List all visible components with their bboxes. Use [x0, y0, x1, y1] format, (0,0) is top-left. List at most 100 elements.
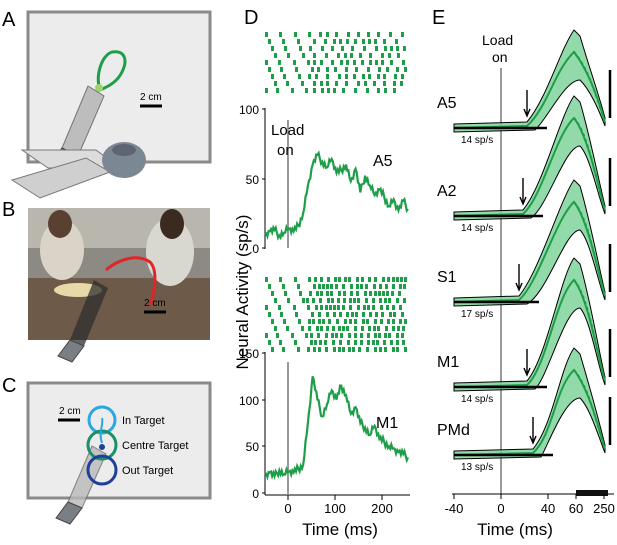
spike-tick	[315, 305, 318, 310]
spike-tick	[369, 60, 372, 65]
spike-tick	[265, 88, 268, 93]
spike-tick	[386, 291, 389, 296]
spike-tick	[378, 333, 381, 338]
spike-tick	[367, 340, 370, 345]
panel-a-hand-path	[96, 50, 127, 93]
spike-tick	[307, 347, 310, 352]
spike-tick	[354, 333, 357, 338]
panel-e-row-name: PMd	[437, 422, 470, 439]
spike-tick	[337, 298, 340, 303]
spike-tick	[367, 305, 370, 310]
spike-tick	[392, 319, 395, 324]
spike-tick	[353, 74, 356, 79]
spike-tick	[363, 46, 366, 51]
spike-tick	[274, 326, 277, 331]
spike-tick	[330, 284, 333, 289]
out-target-label: Out Target	[122, 465, 173, 477]
spike-tick	[310, 333, 313, 338]
spike-tick	[339, 39, 342, 44]
spike-tick	[335, 333, 338, 338]
panel-e-rate-label: 14 sp/s	[461, 223, 493, 234]
panel-d-raster-a5	[265, 32, 407, 93]
spike-tick	[357, 298, 360, 303]
spike-tick	[316, 291, 319, 296]
panel-d-bottom-ytick: 150	[239, 347, 259, 361]
spike-tick	[330, 291, 333, 296]
spike-tick	[365, 284, 368, 289]
spike-tick	[360, 333, 363, 338]
spike-tick	[355, 67, 358, 72]
panel-b-hand-path	[105, 256, 157, 306]
spike-tick	[271, 291, 274, 296]
spike-tick	[268, 67, 271, 72]
spike-tick	[344, 277, 347, 282]
spike-tick	[392, 347, 395, 352]
spike-tick	[312, 298, 315, 303]
spike-tick	[274, 81, 277, 86]
spike-tick	[319, 340, 322, 345]
panel-e-row-name: S1	[437, 269, 457, 286]
spike-tick	[322, 319, 325, 324]
spike-tick	[379, 298, 382, 303]
spike-tick	[338, 291, 341, 296]
spike-tick	[271, 347, 274, 352]
spike-tick	[342, 284, 345, 289]
spike-tick	[366, 88, 369, 93]
panel-b-scale-label: 2 cm	[144, 298, 166, 309]
spike-tick	[362, 74, 365, 79]
panel-e-row-name: A2	[437, 183, 457, 200]
spike-tick	[381, 60, 384, 65]
spike-tick	[386, 67, 389, 72]
spike-tick	[377, 326, 380, 331]
mean-trace-dashed	[573, 117, 606, 211]
panel-e-xtick: 60	[569, 501, 583, 516]
spike-tick	[326, 74, 329, 79]
spike-tick	[362, 39, 365, 44]
spike-tick	[325, 347, 328, 352]
spike-tick	[291, 88, 294, 93]
spike-tick	[384, 347, 387, 352]
spike-tick	[399, 284, 402, 289]
spike-tick	[368, 277, 371, 282]
spike-tick	[350, 53, 353, 58]
spike-tick	[373, 81, 376, 86]
spike-tick	[396, 340, 399, 345]
spike-tick	[283, 319, 286, 324]
panel-e-row-name: A5	[437, 95, 457, 112]
spike-tick	[400, 81, 403, 86]
panel-d-top-name: A5	[373, 153, 393, 170]
spike-tick	[338, 277, 341, 282]
spike-tick	[375, 60, 378, 65]
spike-tick	[282, 39, 285, 44]
spike-tick	[368, 39, 371, 44]
spike-tick	[386, 305, 389, 310]
spike-tick	[357, 32, 360, 37]
spike-tick	[356, 277, 359, 282]
spike-tick	[333, 88, 336, 93]
panel-d-load-label: on	[277, 142, 294, 159]
mean-trace-dashed	[573, 201, 606, 297]
spike-tick	[402, 60, 405, 65]
spike-tick	[294, 277, 297, 282]
spike-tick	[368, 74, 371, 79]
spike-tick	[356, 291, 359, 296]
spike-tick	[305, 88, 308, 93]
spike-tick	[364, 81, 367, 86]
spike-tick	[374, 277, 377, 282]
spike-tick	[278, 305, 281, 310]
m1-line-mark	[264, 376, 410, 481]
spike-tick	[354, 340, 357, 345]
spike-tick	[353, 298, 356, 303]
spike-tick	[374, 39, 377, 44]
spike-tick	[379, 284, 382, 289]
spike-tick	[374, 319, 377, 324]
spike-tick	[352, 347, 355, 352]
spike-tick	[346, 312, 349, 317]
spike-tick	[314, 277, 317, 282]
spike-tick	[382, 291, 385, 296]
spike-tick	[298, 319, 301, 324]
panel-d-letter: D	[244, 7, 258, 29]
spike-tick	[333, 347, 336, 352]
confidence-band	[453, 257, 606, 392]
